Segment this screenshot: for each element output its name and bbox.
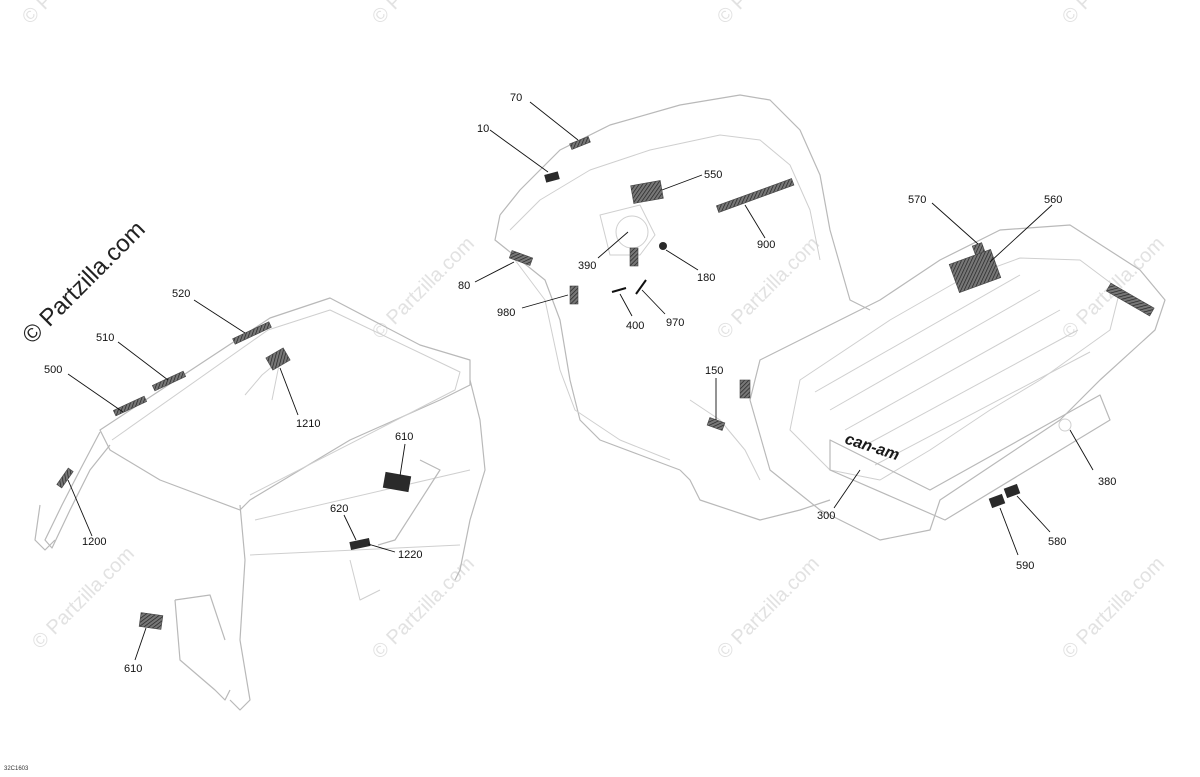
decal-150 xyxy=(706,417,726,431)
watermark-tile: © Partzilla.com xyxy=(713,0,824,29)
callout-610-upper: 610 xyxy=(395,431,413,443)
watermark-tiles: © Partzilla.com © Partzilla.com © Partzi… xyxy=(18,0,1169,664)
watermark-tile: © Partzilla.com xyxy=(18,0,129,29)
watermark-tile: © Partzilla.com xyxy=(713,553,824,664)
decal-10 xyxy=(544,171,560,183)
callout-1210: 1210 xyxy=(296,418,320,430)
decal-620 xyxy=(349,538,371,550)
callout-300: 300 xyxy=(817,510,835,522)
callout-570: 570 xyxy=(908,194,926,206)
tailgate-logo: can-am xyxy=(843,431,902,464)
body-outline xyxy=(494,94,1166,541)
decal-580 xyxy=(1003,483,1021,499)
callout-500: 500 xyxy=(44,364,62,376)
callout-560: 560 xyxy=(1044,194,1062,206)
body-leaders xyxy=(474,101,1094,556)
watermark-tile: © Partzilla.com xyxy=(368,0,479,29)
callout-80: 80 xyxy=(458,280,470,292)
callout-380: 380 xyxy=(1098,476,1116,488)
callout-10: 10 xyxy=(477,123,489,135)
decal-180 xyxy=(659,242,667,250)
decal-980 xyxy=(569,285,579,305)
callout-150: 150 xyxy=(705,365,723,377)
decal-970 xyxy=(635,279,647,295)
callout-180: 180 xyxy=(697,272,715,284)
callout-510: 510 xyxy=(96,332,114,344)
decal-1200 xyxy=(56,467,74,489)
callout-520: 520 xyxy=(172,288,190,300)
decal-500 xyxy=(112,395,148,417)
rops-decals xyxy=(56,321,412,630)
callout-620: 620 xyxy=(330,503,348,515)
callout-1220: 1220 xyxy=(398,549,422,561)
decal-70 xyxy=(569,136,591,150)
decal-590 xyxy=(988,493,1006,509)
rops-cage-outline xyxy=(34,297,486,711)
drawing-code: 32C1603 xyxy=(4,766,29,772)
decal-80 xyxy=(508,250,534,266)
callout-980: 980 xyxy=(497,307,515,319)
callout-400: 400 xyxy=(626,320,644,332)
decal-550 xyxy=(630,180,664,204)
callout-610-lower: 610 xyxy=(124,663,142,675)
callout-970: 970 xyxy=(666,317,684,329)
decal-610-upper xyxy=(382,471,412,493)
decal-900 xyxy=(716,178,795,213)
callout-1200: 1200 xyxy=(82,536,106,548)
decal-1210 xyxy=(265,347,291,371)
callout-580: 580 xyxy=(1048,536,1066,548)
watermark-tile: © Partzilla.com xyxy=(28,543,139,654)
rops-labels: 520 510 500 1210 610 620 1220 1200 610 xyxy=(44,288,422,675)
callout-70: 70 xyxy=(510,92,522,104)
decal-390 xyxy=(629,247,639,267)
decal-400 xyxy=(611,287,627,293)
callout-390: 390 xyxy=(578,260,596,272)
decal-510 xyxy=(151,370,187,392)
rops-leaders xyxy=(67,299,406,661)
decal-560 xyxy=(948,248,1002,294)
callout-900: 900 xyxy=(757,239,775,251)
watermark-tile: © Partzilla.com xyxy=(1058,553,1169,664)
decal-side-bed-front xyxy=(739,379,751,399)
body-decals xyxy=(508,136,1155,509)
body-labels: 70 10 550 900 570 560 80 390 180 980 400… xyxy=(458,92,1116,572)
partzilla-watermark: © Partzilla.com xyxy=(17,216,150,349)
callout-550: 550 xyxy=(704,169,722,181)
decal-520 xyxy=(232,321,272,345)
decal-side-bed xyxy=(1105,282,1155,317)
callout-590: 590 xyxy=(1016,560,1034,572)
watermark-tile: © Partzilla.com xyxy=(368,553,479,664)
decal-610-lower xyxy=(138,612,164,630)
watermark-tile: © Partzilla.com xyxy=(1058,0,1169,29)
